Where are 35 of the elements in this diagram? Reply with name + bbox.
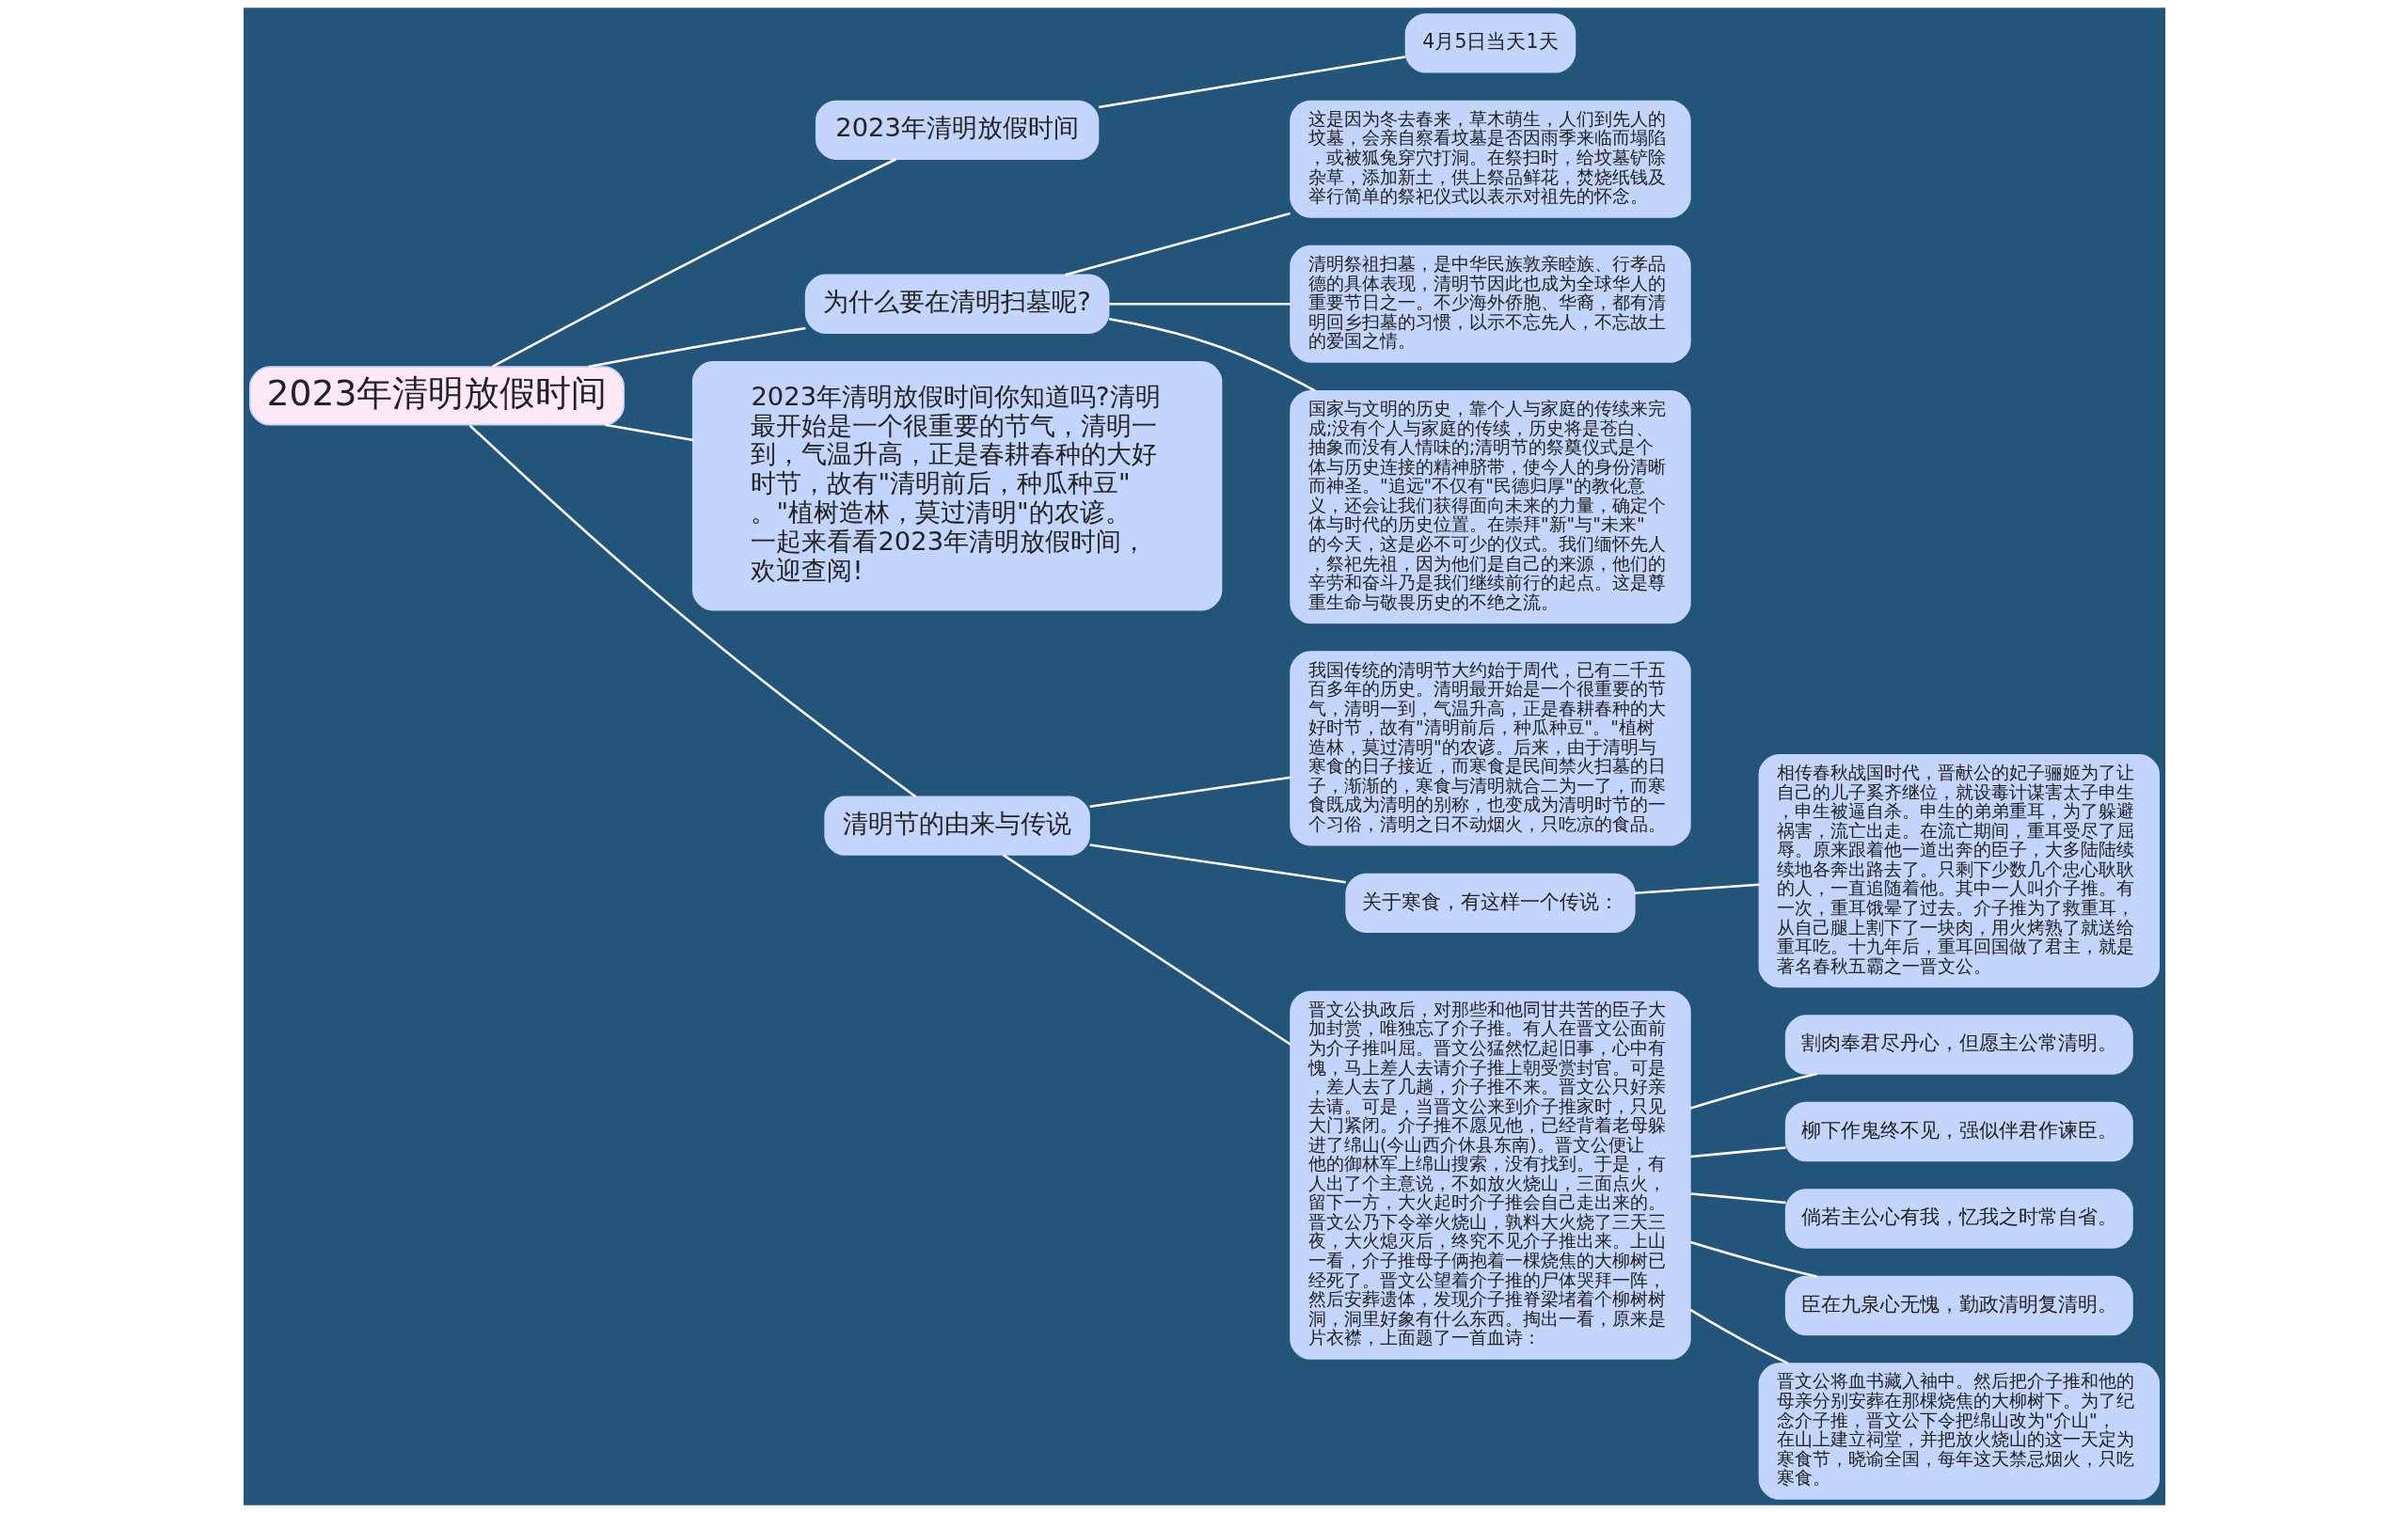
- connector: [491, 158, 896, 368]
- connector: [604, 423, 693, 442]
- node-box: 清明祭祖扫墓，是中华民族敦亲睦族、行孝品德的具体表现，清明节因此也成为全球华人的重要节日之一。不少海外侨胞、华裔，都有清明回乡扫墓的习惯，以示不忘先人，不忘故土的爱国之情。: [1289, 244, 1691, 363]
- node-box: 我国传统的清明节大约始于周代，已有二千五百多年的历史。清明最开始是一个很重要的节气，清明一到，气温升高，正是春耕春种的大好时节，故有"清明前后，种瓜种豆"。"植树造林，莫过清明"的农谚。后来，由于清明与寒食的日子接近，而寒食是民间禁火扫墓的日子，渐渐的，寒食与清明就合二为一了，而寒食既成为清明的别称，也变成为清明时节的一个习俗，清明之日不动烟火，只吃凉的食品。: [1289, 651, 1691, 846]
- node-box: 相传春秋战国时代，晋献公的妃子骊姬为了让自己的儿子奚齐继位，就设毒计谋害太子申生，申生被逼自杀。申生的弟弟重耳，为了躲避祸害，流亡出走。在流亡期间，重耳受尽了屈辱。原来跟着他一道出奔的臣子，大多陆陆续续地各奔出路去了。只剩下少数几个忠心耿耿的人，一直追随着他。其中一人叫介子推。有一次，重耳饿晕了过去。介子推为了救重耳，从自己腿上割下了一块肉，用火烤熟了就送给重耳吃。十九年后，重耳回国做了君主，就是著名春秋五霸之一晋文公。: [1758, 753, 2160, 988]
- node-box: 柳下作鬼终不见，强似伴君作谏臣。: [1784, 1101, 2133, 1162]
- node-box: 4月5日当天1天: [1404, 13, 1576, 73]
- connector: [1002, 854, 1291, 1046]
- connector: [587, 326, 806, 369]
- node-box: 为什么要在清明扫墓呢?: [804, 274, 1109, 334]
- connector: [1689, 1240, 1817, 1278]
- connector: [1088, 776, 1291, 809]
- node-box: 清明节的由来与传说: [823, 796, 1090, 856]
- connector: [1108, 303, 1291, 306]
- connector: [1688, 1308, 1788, 1365]
- node-box: 2023年清明放假时间你知道吗?清明最开始是一个很重要的节气，清明一到，气温升高，正是春耕春种的大好时节，故有"清明前后，种瓜种豆"。"植树造林，莫过清明"的农谚。一起来看看2023年清明放假时间，欢迎查阅!: [691, 361, 1222, 611]
- connector: [1689, 1072, 1817, 1110]
- connector: [1088, 843, 1346, 884]
- node-box: 倘若主公心有我，忆我之时常自省。: [1784, 1189, 2133, 1249]
- connector: [1689, 1192, 1786, 1205]
- node-box: 臣在九泉心无愧，勤政清明复清明。: [1784, 1275, 2133, 1336]
- node-box: 晋文公将血书藏入袖中。然后把介子推和他的母亲分别安葬在那棵烧焦的大柳树下。为了纪念介子推，晋文公下令把绵山改为"介山"，在山上建立祠堂，并把放火烧山的这一天定为寒食节，晓谕全国，每年这天禁忌烟火，只吃寒食。: [1758, 1363, 2160, 1500]
- connector: [1098, 55, 1405, 109]
- node-box: 这是因为冬去春来，草木萌生，人们到先人的坟墓，会亲自察看坟墓是否因雨季来临而塌陷，或被狐兔穿穴打洞。在祭扫时，给坟墓铲除杂草，添加新土，供上祭品鲜花，焚烧纸钱及举行简单的祭祀仪式以表示对祖先的怀念。: [1289, 100, 1691, 218]
- node-box: 割肉奉君尽丹心，但愿主公常清明。: [1784, 1015, 2133, 1075]
- node-box: 2023年清明放假时间: [815, 100, 1099, 161]
- connector: [1108, 318, 1316, 392]
- connector: [1064, 212, 1291, 276]
- connector: [1634, 883, 1759, 895]
- connector: [468, 424, 916, 798]
- node-box: 国家与文明的历史，靠个人与家庭的传续来完成;没有个人与家庭的传续，历史将是苍白、抽象而没有人情味的;清明节的祭奠仪式是个体与历史连接的精神脐带，使今人的身份清晰而神圣。"追远"不仅有"民德归厚"的教化意义，还会让我们获得面向未来的力量，确定个体与时代的历史位置。在崇拜"新"与"未来"的今天，这是必不可少的仪式。我们缅怀先人，祭祀先祖，因为他们是自己的来源，他们的辛劳和奋斗乃是我们继续前行的起点。这是尊重生命与敬畏历史的不绝之流。: [1289, 389, 1691, 624]
- node-box: 晋文公执政后，对那些和他同甘共苦的臣子大加封赏，唯独忘了介子推。有人在晋文公面前为介子推叫屈。晋文公猛然忆起旧事，心中有愧，马上差人去请介子推上朝受赏封官。可是，差人去了几趟，介子推不来。晋文公只好亲去请。可是，当晋文公来到介子推家时，只见大门紧闭。介子推不愿见他，已经背着老母躲进了绵山(今山西介休县东南)。晋文公便让他的御林军上绵山搜索，没有找到。于是，有人出了个主意说，不如放火烧山，三面点火，留下一方，大火起时介子推会自己走出来的。晋文公乃下令举火烧山，孰料大火烧了三天三夜，大火熄灭后，终究不见介子推出来。上山一看，介子推母子俩抱着一棵烧焦的大柳树已经死了。晋文公望着介子推的尸体哭拜一阵，然后安葬遗体，发现介子推脊梁堵着个柳树树洞，洞里好象有什么东西。掏出一看，原来是片衣襟，上面题了一首血诗：: [1289, 990, 1691, 1360]
- node-box: 2023年清明放假时间: [248, 366, 625, 426]
- connector: [1689, 1146, 1786, 1158]
- node-box: 关于寒食，有这样一个传说：: [1344, 873, 1636, 933]
